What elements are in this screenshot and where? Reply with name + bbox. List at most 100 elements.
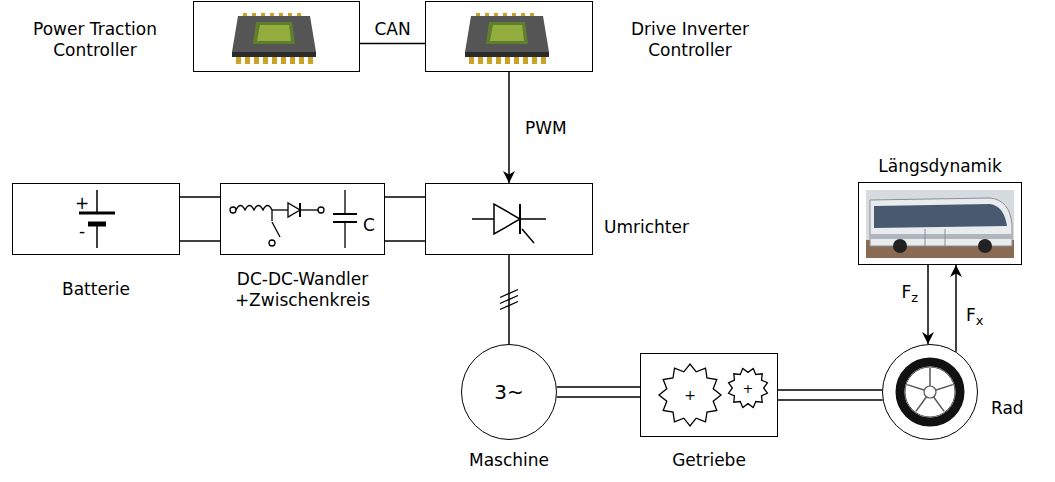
dcdc-circuit-part <box>344 222 345 248</box>
component-name: C <box>361 217 377 234</box>
connector-line <box>360 43 425 45</box>
connector <box>360 43 425 44</box>
battery-box: Batterie <box>12 183 180 255</box>
wheel-picture <box>900 362 960 422</box>
caption-slot: Batterie <box>13 279 179 300</box>
phase-slash <box>500 302 518 310</box>
edge-label-slot: PWM <box>523 117 569 138</box>
node-caption: DC-DC-Wandler +Zwischenkreis <box>211 269 394 311</box>
signal-label: CAN <box>372 19 412 40</box>
dcdc-circuit-part <box>272 222 280 237</box>
dcdc-circuit-part <box>300 209 318 210</box>
dcdc-circuit <box>230 190 357 248</box>
wheel-picture-part <box>900 362 960 422</box>
caption-slot: DC-DC-Wandler +Zwischenkreis <box>211 269 394 311</box>
dcdc-circuit-part <box>269 240 275 246</box>
caption-slot: Power Traction Controller <box>6 19 184 61</box>
polarity-sign: - <box>77 223 87 240</box>
label-slot: + <box>682 388 698 402</box>
caption-slot: Längsdynamik <box>829 156 1051 177</box>
caption-slot: Drive Inverter Controller <box>604 19 776 61</box>
machine-circle: 3~Maschine <box>461 344 557 440</box>
label-slot: + <box>73 195 91 212</box>
thyristor-symbol-part <box>522 229 534 243</box>
connector-line <box>778 399 883 401</box>
force-label: Fx <box>964 305 985 331</box>
node-caption: Getriebe <box>631 450 787 471</box>
caption-slot: Maschine <box>432 450 586 471</box>
battery-symbol-part <box>96 190 98 213</box>
label-slot: C <box>361 217 377 234</box>
controller-box: Drive Inverter Controller <box>425 1 593 72</box>
wheel-picture-part <box>905 367 955 417</box>
node-caption: Batterie <box>13 279 179 300</box>
node-caption: Maschine <box>432 450 586 471</box>
battery-symbol-part <box>79 212 115 215</box>
polarity-sign: + <box>73 195 91 212</box>
caption-slot: Rad <box>991 398 1024 419</box>
connector <box>956 265 957 352</box>
wheel-picture-part <box>924 386 936 398</box>
dcdc-circuit-part <box>236 206 272 211</box>
connector <box>500 255 518 344</box>
thyristor-symbol-part <box>494 204 520 234</box>
gearbox-box: Getriebe <box>640 353 778 437</box>
bus-picture-part <box>870 234 1012 239</box>
connector <box>180 197 220 241</box>
battery-symbol-part <box>96 226 98 248</box>
gear-picture <box>659 363 773 426</box>
dcdc-circuit-part <box>272 209 288 210</box>
connector-line <box>508 72 510 183</box>
connector <box>928 265 929 344</box>
caption-slot: Umrichter <box>604 217 689 238</box>
node-caption: Längsdynamik <box>829 156 1051 177</box>
battery-symbol-part <box>88 222 106 227</box>
gear-mark: + <box>682 388 698 402</box>
converter-box: DC-DC-Wandler +Zwischenkreis <box>220 183 385 255</box>
force-label: Fz <box>899 282 920 308</box>
bus-picture-part <box>866 190 1014 258</box>
chip-icon-part <box>232 13 316 64</box>
label-slot: + <box>741 382 756 395</box>
dynamics-box: Längsdynamik <box>858 182 1022 265</box>
inverter-box: Umrichter <box>425 183 593 255</box>
bus-picture-part <box>870 198 1012 246</box>
gear-picture-part <box>659 364 721 426</box>
connector-line <box>385 240 425 242</box>
connector <box>509 72 510 183</box>
controller-box: Power Traction Controller <box>193 1 360 72</box>
connector-line <box>778 389 882 391</box>
dcdc-circuit-part <box>230 207 236 213</box>
node-caption: Power Traction Controller <box>6 19 184 61</box>
edge-label-slot: Fz <box>899 282 920 308</box>
node-caption: Rad <box>991 398 1024 419</box>
dcdc-circuit-part <box>271 210 272 221</box>
label-slot: - <box>77 223 87 240</box>
bus-picture-part <box>925 229 926 246</box>
bus-picture-part <box>893 239 907 253</box>
connector <box>557 387 640 397</box>
thyristor-symbol-part <box>472 218 494 220</box>
connector-line <box>180 240 220 242</box>
bus-picture-part <box>978 239 992 253</box>
edge-label-slot: CAN <box>372 19 412 40</box>
gear-picture-part <box>723 363 772 412</box>
connector <box>778 390 883 400</box>
dcdc-circuit-part <box>344 190 345 214</box>
connector-line <box>557 396 640 398</box>
bus-picture <box>866 190 1014 258</box>
phase-symbol: 3~ <box>494 382 523 403</box>
connector-line <box>385 196 425 198</box>
signal-label: PWM <box>523 117 569 138</box>
caption-slot: Getriebe <box>631 450 787 471</box>
connector-line <box>557 386 640 388</box>
connector-line <box>955 265 957 352</box>
wheel-circle: Rad <box>882 344 978 440</box>
chip-icon-part <box>465 13 549 64</box>
connector-line <box>180 196 220 198</box>
connector <box>385 197 425 241</box>
